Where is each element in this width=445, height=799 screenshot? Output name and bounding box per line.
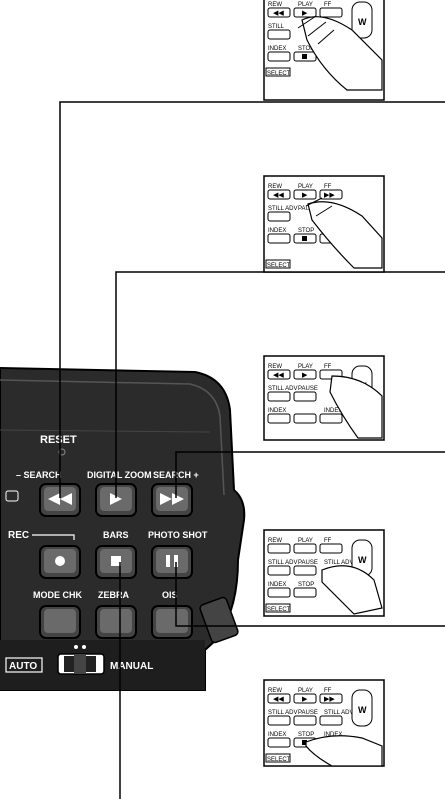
mode-chk-button[interactable]: [40, 606, 80, 638]
svg-text:STILL ADV: STILL ADV: [324, 560, 353, 566]
rec-label: REC: [8, 530, 29, 541]
svg-text:INDEX: INDEX: [268, 228, 286, 234]
svg-text:STILL ADV: STILL ADV: [268, 386, 297, 392]
bars-button[interactable]: [96, 546, 136, 578]
svg-text:▶: ▶: [302, 192, 308, 199]
svg-text:STILL: STILL: [268, 24, 285, 30]
bars-label: BARS: [103, 530, 129, 540]
svg-text:W: W: [358, 17, 367, 27]
svg-text:▶: ▶: [302, 696, 308, 703]
search-minus-label: – SEARCH: [16, 470, 62, 480]
photo-shot-button[interactable]: [152, 546, 192, 578]
camcorder-panel: RESET – SEARCH DIGITAL ZOOM SEARCH + REC…: [0, 368, 244, 690]
svg-text:PLAY: PLAY: [298, 184, 313, 190]
svg-text:FF: FF: [324, 364, 332, 370]
svg-text:REW: REW: [268, 2, 282, 8]
svg-text:FF: FF: [324, 184, 332, 190]
svg-text:INDEX: INDEX: [268, 582, 286, 588]
svg-text:FF: FF: [324, 688, 332, 694]
svg-text:▶▶: ▶▶: [324, 192, 335, 199]
svg-text:FF: FF: [324, 2, 332, 8]
svg-text:PAUSE: PAUSE: [298, 560, 318, 566]
osd-label: OIS: [162, 590, 178, 600]
svg-text:STILL ADV: STILL ADV: [268, 206, 297, 212]
osd-button[interactable]: [152, 606, 192, 638]
svg-text:▶: ▶: [302, 372, 308, 379]
svg-text:PAUSE: PAUSE: [298, 386, 318, 392]
svg-text:PLAY: PLAY: [298, 364, 313, 370]
remote-inset-5: REW PLAY FF ◀◀ ▶ ▶▶ STILL ADV PAUSE STIL…: [264, 680, 384, 766]
svg-text:SELECT: SELECT: [267, 263, 291, 269]
remote-inset-1: REW PLAY FF ◀◀ ▶ STILL INDEX STOP SELECT…: [264, 0, 384, 100]
svg-text:PLAY: PLAY: [298, 688, 313, 694]
svg-text:REW: REW: [268, 688, 282, 694]
svg-text:INDEX: INDEX: [268, 46, 286, 52]
remote-inset-2: REW PLAY FF ◀◀ ▶ ▶▶ STILL ADV PAUSE INDE…: [264, 176, 384, 272]
svg-text:INDEX: INDEX: [268, 732, 286, 738]
digital-zoom-label: DIGITAL ZOOM: [87, 470, 152, 480]
photo-shot-label: PHOTO SHOT: [148, 530, 208, 540]
zebra-button[interactable]: [96, 606, 136, 638]
svg-text:FF: FF: [324, 538, 332, 544]
search-plus-button[interactable]: [152, 484, 192, 516]
svg-text:REW: REW: [268, 184, 282, 190]
svg-text:◀◀: ◀◀: [273, 192, 284, 199]
svg-text:PAUSE: PAUSE: [298, 710, 318, 716]
svg-text:SELECT: SELECT: [267, 71, 291, 77]
svg-text:▶▶: ▶▶: [324, 696, 335, 703]
svg-text:REW: REW: [268, 538, 282, 544]
remote-inset-4: REW PLAY FF STILL ADV PAUSE STILL ADV IN…: [264, 530, 384, 616]
svg-text:REW: REW: [268, 364, 282, 370]
svg-text:SELECT: SELECT: [267, 757, 291, 763]
svg-text:STOP: STOP: [298, 228, 314, 234]
svg-text:◀◀: ◀◀: [273, 696, 284, 703]
svg-text:STILL ADV: STILL ADV: [268, 560, 297, 566]
zebra-label: ZEBRA: [98, 590, 129, 600]
svg-text:W: W: [358, 555, 367, 565]
rec-button[interactable]: [40, 546, 80, 578]
svg-text:STOP: STOP: [298, 732, 314, 738]
svg-text:INDEX: INDEX: [268, 408, 286, 414]
svg-text:STILL ADV: STILL ADV: [268, 710, 297, 716]
auto-label: AUTO: [9, 661, 37, 672]
svg-text:PLAY: PLAY: [298, 538, 313, 544]
svg-text:▶: ▶: [302, 10, 308, 17]
svg-text:◀◀: ◀◀: [273, 372, 284, 379]
svg-text:W: W: [358, 705, 367, 715]
svg-text:SELECT: SELECT: [267, 607, 291, 613]
remote-inset-3: REW PLAY FF ◀◀ ▶ STILL ADV PAUSE INDEX I…: [264, 356, 384, 440]
mode-chk-label: MODE CHK: [33, 590, 82, 600]
svg-text:STILL ADV: STILL ADV: [324, 710, 353, 716]
svg-text:STOP: STOP: [298, 582, 314, 588]
manual-label: MANUAL: [110, 661, 153, 672]
reset-label: RESET: [40, 434, 77, 446]
svg-text:◀◀: ◀◀: [273, 10, 284, 17]
svg-text:PLAY: PLAY: [298, 2, 313, 8]
